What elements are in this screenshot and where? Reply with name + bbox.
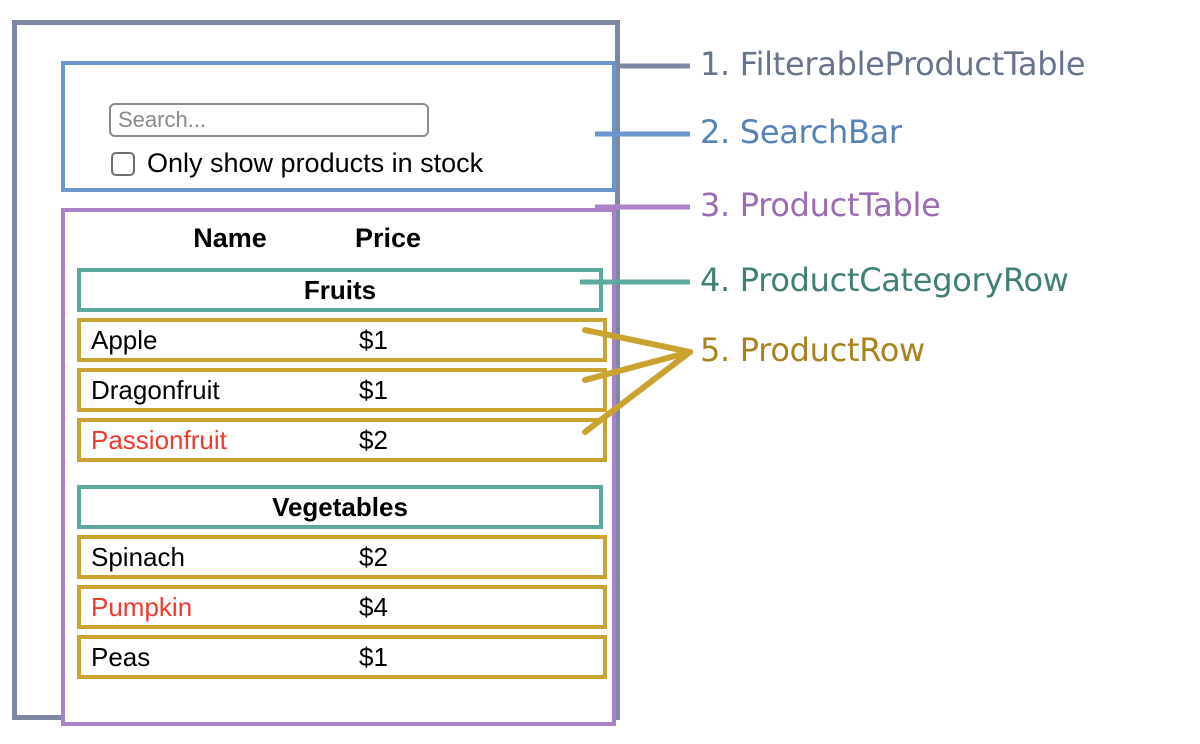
product-price: $1 bbox=[359, 375, 388, 405]
annotation-label-product-row: 5. ProductRow bbox=[700, 331, 925, 369]
product-price: $1 bbox=[359, 642, 388, 672]
product-name: Spinach bbox=[91, 542, 185, 572]
search-bar: Only show products in stock bbox=[61, 61, 616, 192]
filterable-product-table: Only show products in stock Name Price F… bbox=[12, 20, 620, 726]
product-row[interactable]: Passionfruit $2 bbox=[77, 418, 607, 462]
product-name: Pumpkin bbox=[91, 592, 193, 622]
annotation-label-product-table: 3. ProductTable bbox=[700, 186, 941, 224]
product-name: Dragonfruit bbox=[91, 375, 220, 405]
checkbox-icon[interactable] bbox=[111, 151, 135, 176]
product-name: Passionfruit bbox=[91, 425, 227, 455]
group-spacer bbox=[77, 468, 603, 485]
annotation-label-filterable-product-table: 1. FilterableProductTable bbox=[700, 45, 1086, 83]
product-row[interactable]: Pumpkin $4 bbox=[77, 585, 607, 629]
product-category-row: Fruits bbox=[77, 268, 603, 312]
product-table-header: Name Price bbox=[65, 216, 612, 262]
product-price: $1 bbox=[359, 325, 388, 355]
product-category-row: Vegetables bbox=[77, 485, 603, 529]
product-name: Apple bbox=[91, 325, 158, 355]
product-table: Name Price Fruits Apple $1 Dragonfruit $… bbox=[61, 208, 616, 726]
product-price: $2 bbox=[359, 425, 388, 455]
annotation-label-product-category-row: 4. ProductCategoryRow bbox=[700, 261, 1069, 299]
product-category-label: Fruits bbox=[303, 275, 377, 305]
product-row[interactable]: Apple $1 bbox=[77, 318, 607, 362]
product-name: Peas bbox=[91, 642, 151, 672]
column-header-price: Price bbox=[355, 223, 422, 253]
product-row[interactable]: Spinach $2 bbox=[77, 535, 607, 579]
product-price: $2 bbox=[359, 542, 388, 572]
product-row[interactable]: Dragonfruit $1 bbox=[77, 368, 607, 412]
product-category-label: Vegetables bbox=[272, 492, 408, 522]
search-input[interactable] bbox=[109, 103, 429, 137]
annotation-label-search-bar: 2. SearchBar bbox=[700, 113, 902, 151]
product-table-body: Fruits Apple $1 Dragonfruit $1 Passionfr… bbox=[77, 268, 607, 685]
column-header-name: Name bbox=[193, 223, 267, 253]
product-row[interactable]: Peas $1 bbox=[77, 635, 607, 679]
in-stock-checkbox-label: Only show products in stock bbox=[147, 148, 484, 178]
product-price: $4 bbox=[359, 592, 388, 622]
in-stock-checkbox-row[interactable]: Only show products in stock bbox=[111, 150, 483, 177]
